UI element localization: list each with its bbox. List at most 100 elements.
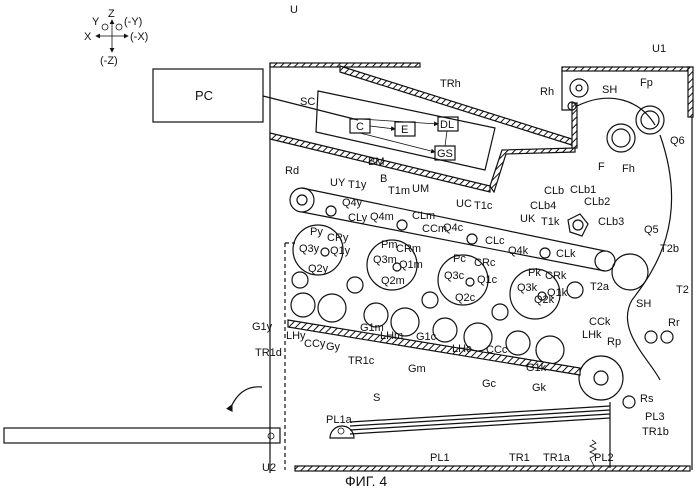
ref-label-tr1a: TR1a [543, 452, 571, 464]
ref-label-q5: Q5 [644, 224, 659, 236]
ref-label-crm: CRm [396, 243, 421, 255]
ref-label-rr: Rr [668, 317, 680, 329]
ref-label-uk: UK [520, 213, 536, 225]
ref-label-clb2: CLb2 [584, 196, 610, 208]
ref-label-q1m: Q1m [399, 259, 423, 271]
ref-label-uy: UY [330, 177, 346, 189]
ref-label-clk: CLk [556, 248, 576, 260]
fuser-and-rollers [568, 79, 673, 408]
ctrl-e: E [401, 124, 408, 136]
ref-label-q3k: Q3k [517, 282, 538, 294]
ref-label-sh: SH [602, 84, 617, 96]
ref-label-trh: TRh [440, 78, 461, 90]
ref-label-q2c: Q2c [455, 292, 476, 304]
into-page-icon [116, 24, 122, 30]
ref-label-t1m: T1m [388, 185, 410, 197]
ref-label-f: F [598, 161, 605, 173]
manual-tray [4, 428, 280, 443]
ref-label-fh: Fh [622, 163, 635, 175]
ctrl-gs: GS [437, 148, 453, 160]
ref-label-t2: T2 [676, 284, 689, 296]
ref-label-fp: Fp [640, 77, 653, 89]
ref-label-t1y: T1y [348, 179, 367, 191]
ref-label-q2m: Q2m [381, 275, 405, 287]
ref-label-t1k: T1k [541, 216, 560, 228]
ref-label-q1c: Q1c [477, 274, 498, 286]
axis-x: X [84, 31, 92, 43]
axis-neg-z: (-Z) [100, 55, 118, 67]
ref-label-clb1: CLb1 [570, 184, 596, 196]
ref-label-u: U [290, 4, 298, 16]
ref-label-tr1b: TR1b [642, 426, 669, 438]
ref-label-pl1: PL1 [430, 452, 450, 464]
ref-label-tr1: TR1 [509, 452, 530, 464]
ref-label-q4y: Q4y [342, 197, 363, 209]
ref-label-py: Py [310, 226, 323, 238]
ref-label-q3m: Q3m [373, 254, 397, 266]
ref-label-pc: Pc [453, 253, 466, 265]
ref-label-t1c: T1c [474, 200, 493, 212]
ref-label-pk: Pk [528, 267, 541, 279]
ctrl-c: C [356, 121, 364, 133]
ref-label-s: S [373, 392, 380, 404]
ref-label-ccy: CCy [304, 338, 326, 350]
ref-label-crc: CRc [474, 257, 496, 269]
ref-label-rp: Rp [607, 336, 621, 348]
ref-label-tr1d: TR1d [255, 347, 282, 359]
axis-neg-y: (-Y) [124, 16, 142, 28]
ref-label-g1k: G1k [526, 362, 547, 374]
ref-label-gc: Gc [482, 378, 497, 390]
ref-label-lhm: LHm [380, 330, 403, 342]
figure-caption: ФИГ. 4 [345, 473, 387, 489]
ref-label-gk: Gk [532, 382, 547, 394]
ref-label-q3c: Q3c [444, 270, 465, 282]
ref-label-crk: CRk [545, 270, 567, 282]
controller-sc: C E DL GS [316, 91, 495, 170]
ref-label-bm: BM [368, 156, 385, 168]
ref-label-cry: CRy [327, 232, 349, 244]
axis-y: Y [92, 16, 100, 28]
ref-label-um: UM [412, 183, 429, 195]
ctrl-dl: DL [440, 119, 454, 131]
ref-label-clb3: CLb3 [598, 216, 624, 228]
ref-label-pl3: PL3 [645, 411, 665, 423]
ref-label-pl1a: PL1a [326, 414, 353, 426]
ref-label-rd: Rd [285, 165, 299, 177]
ref-label-u1: U1 [652, 43, 666, 55]
ref-label-q4c: Q4c [443, 222, 464, 234]
axis-neg-x: (-X) [130, 31, 148, 43]
ref-label-ccc: CCc [486, 344, 508, 356]
ref-label-rs: Rs [640, 393, 654, 405]
ref-label-clm: CLm [412, 210, 435, 222]
pc-label: PC [195, 88, 213, 103]
ref-label-tr1c: TR1c [348, 355, 375, 367]
ref-label-q3y: Q3y [299, 243, 320, 255]
ref-label-q1y: Q1y [330, 245, 351, 257]
ref-label-pl2: PL2 [594, 452, 614, 464]
ref-label-clc: CLc [485, 235, 505, 247]
axis-z: Z [108, 8, 115, 20]
ref-label-b: B [380, 173, 387, 185]
ref-label-lhc: LHc [452, 343, 472, 355]
ref-label-u2: U2 [262, 462, 276, 474]
ref-label-sh: SH [636, 298, 651, 310]
ref-label-g1y: G1y [252, 321, 273, 333]
ref-label-q4m: Q4m [370, 211, 394, 223]
ref-label-q2y: Q2y [308, 263, 329, 275]
ref-label-gy: Gy [326, 341, 341, 353]
axis-legend: Z Y (-Y) X (-X) (-Z) [84, 8, 148, 67]
ref-label-g1c: G1c [416, 331, 437, 343]
ref-label-clb: CLb [544, 185, 564, 197]
ref-label-lhk: LHk [582, 329, 602, 341]
ref-label-rh: Rh [540, 86, 554, 98]
ref-label-sc: SC [300, 96, 315, 108]
ref-label-cck: CCk [589, 316, 611, 328]
ref-label-uc: UC [456, 198, 472, 210]
ref-label-t2b: T2b [660, 243, 679, 255]
ref-label-q2k: Q2k [534, 294, 555, 306]
ref-label-cly: CLy [348, 212, 368, 224]
out-of-page-icon [102, 24, 108, 30]
ref-label-gm: Gm [408, 363, 426, 375]
